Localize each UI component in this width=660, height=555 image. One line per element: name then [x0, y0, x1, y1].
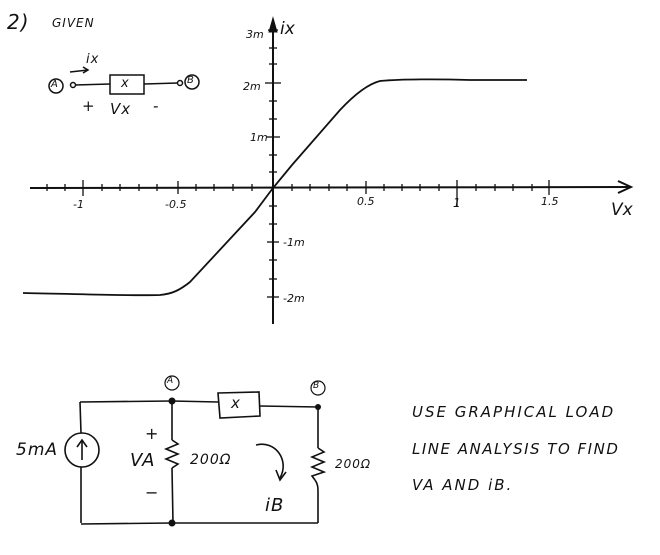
y-tick-label: 3m — [246, 28, 264, 41]
device-element-label: x — [121, 76, 130, 91]
axis-labels: -1 -0.5 0.5 1 1.5 3m 2m 1m -1m -2m — [73, 28, 559, 305]
x-ticks — [46, 180, 550, 206]
device-node-b: B — [187, 75, 195, 86]
circuit-element-label: x — [231, 394, 241, 412]
device-node-a: A — [51, 79, 59, 90]
node-b-label-circle — [310, 380, 326, 396]
y-tick-label: 2m — [243, 80, 261, 93]
device-plus: + — [82, 97, 96, 115]
r2-label: 200Ω — [335, 457, 372, 471]
x-tick-label: 0.5 — [357, 195, 375, 208]
y-tick-label: -2m — [283, 292, 305, 305]
terminal-b — [176, 79, 184, 87]
resistor-r1 — [163, 439, 181, 469]
va-minus: − — [145, 483, 160, 502]
x-tick-label-1: 1 — [453, 196, 462, 210]
x-tick-label: 1.5 — [541, 195, 559, 208]
instruction-line-1: USE GRAPHICAL LOAD — [412, 403, 616, 421]
y-axis-arrow-icon — [268, 16, 278, 33]
r1-label: 200Ω — [190, 452, 232, 468]
y-tick-label: 1m — [250, 131, 268, 144]
ib-label: iB — [265, 495, 285, 516]
node-a-label-circle — [164, 375, 180, 391]
device-current-label: ix — [86, 52, 100, 67]
node-a-circle — [48, 78, 64, 94]
iv-curve — [22, 78, 527, 297]
x-tick-label: -1 — [73, 198, 84, 211]
circuit-node-a-label: A — [167, 376, 175, 386]
resistor-r2 — [309, 447, 327, 481]
node-dot-a — [168, 397, 176, 405]
element-x-box — [109, 74, 145, 95]
device-minus: - — [153, 97, 160, 115]
instruction-line-3: VA AND iB. — [412, 476, 514, 494]
chart — [22, 16, 634, 324]
device-voltage-label: Vx — [110, 100, 132, 118]
x-tick-label: -0.5 — [165, 198, 186, 211]
x-axis-label: Vx — [611, 200, 634, 220]
node-dot-b — [315, 404, 321, 410]
element-x-box — [217, 391, 261, 419]
circuit — [64, 391, 327, 525]
given-label: GIVEN — [52, 16, 95, 30]
problem-number: 2) — [7, 10, 30, 34]
node-dot-ground — [168, 519, 176, 527]
node-b-circle — [184, 74, 200, 90]
y-tick-label: -1m — [283, 236, 305, 249]
va-label: VA — [130, 450, 156, 471]
ib-arrow-icon — [255, 443, 284, 479]
current-arrow-icon — [69, 69, 89, 73]
x-axis — [29, 186, 631, 189]
terminal-a — [69, 81, 77, 89]
current-source-circle — [64, 432, 100, 468]
y-ticks — [265, 29, 281, 298]
source-label: 5mA — [16, 440, 59, 460]
device-symbol — [48, 66, 200, 95]
x-axis-arrow-icon — [617, 180, 634, 194]
y-axis-label: ix — [280, 19, 296, 39]
circuit-nodes — [168, 397, 321, 527]
instruction-line-2: LINE ANALYSIS TO FIND — [412, 440, 620, 458]
circuit-node-b-label: B — [313, 381, 321, 391]
va-plus: + — [145, 424, 160, 443]
